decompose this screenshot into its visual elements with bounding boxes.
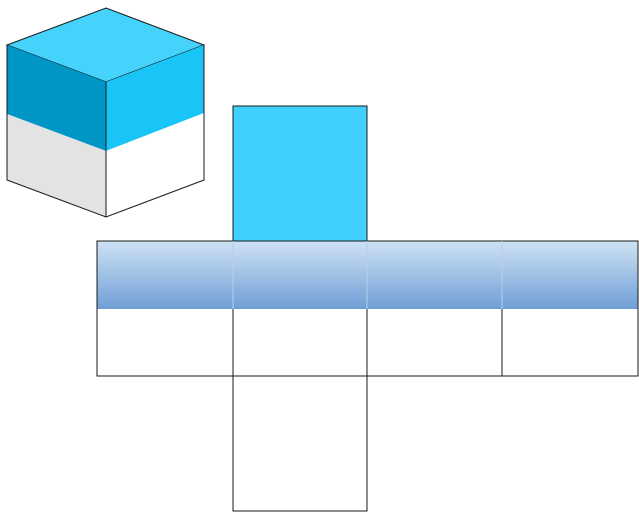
isometric-cube — [5, 7, 206, 218]
cube-right-face-unpainted — [106, 113, 204, 217]
cube-left-face-painted — [7, 45, 106, 151]
net-bottom-face — [232, 375, 368, 512]
cube-right-face-painted — [106, 45, 204, 151]
cube-net — [96, 105, 639, 512]
net-top-face — [232, 105, 368, 242]
cube-left-face-unpainted — [7, 114, 106, 217]
